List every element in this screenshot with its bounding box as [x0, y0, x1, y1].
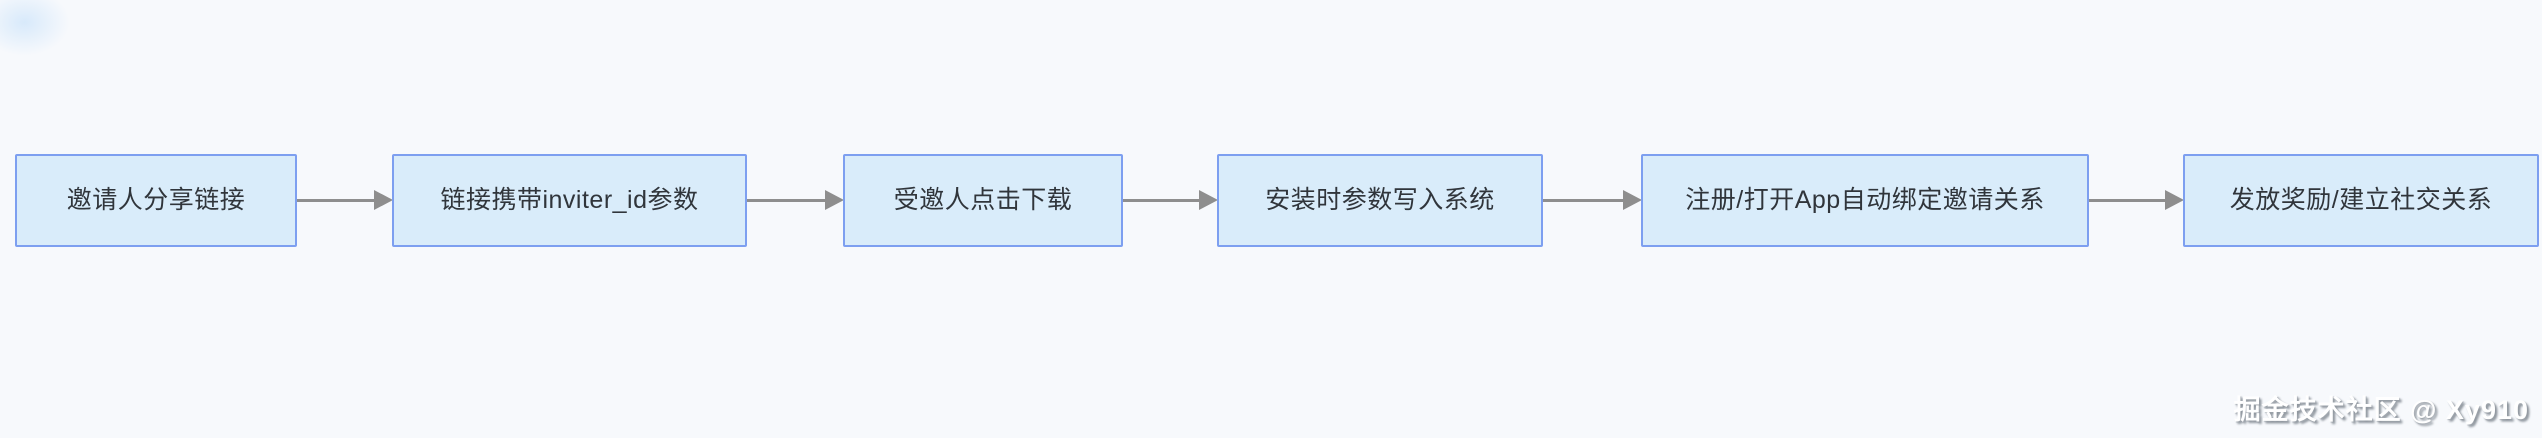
arrowhead-icon [374, 190, 393, 210]
flow-node-share-link: 邀请人分享链接 [15, 154, 297, 247]
corner-artifact-blob [0, 0, 70, 56]
flow-node-label: 受邀人点击下载 [893, 186, 1073, 214]
flow-node-label: 安装时参数写入系统 [1265, 186, 1495, 214]
flow-node-register-bind: 注册/打开App自动绑定邀请关系 [1641, 154, 2089, 247]
flow-node-install-write-params: 安装时参数写入系统 [1217, 154, 1543, 247]
flow-node-link-params: 链接携带inviter_id参数 [392, 154, 747, 247]
arrow-line [747, 198, 828, 202]
flow-node-label: 注册/打开App自动绑定邀请关系 [1685, 186, 2045, 214]
watermark-text: 掘金技术社区 @ Xy910 [2233, 395, 2529, 425]
arrowhead-icon [1199, 190, 1218, 210]
flow-node-label: 链接携带inviter_id参数 [440, 186, 699, 214]
arrow-line [297, 198, 377, 202]
arrowhead-icon [825, 190, 844, 210]
arrowhead-icon [2165, 190, 2184, 210]
arrow-line [2089, 198, 2168, 202]
flow-node-reward: 发放奖励/建立社交关系 [2183, 154, 2539, 247]
arrow-line [1123, 198, 1202, 202]
arrowhead-icon [1623, 190, 1642, 210]
flow-node-label: 发放奖励/建立社交关系 [2229, 186, 2493, 214]
flow-node-label: 邀请人分享链接 [66, 186, 246, 214]
flow-node-invitee-download: 受邀人点击下载 [843, 154, 1123, 247]
arrow-line [1543, 198, 1626, 202]
